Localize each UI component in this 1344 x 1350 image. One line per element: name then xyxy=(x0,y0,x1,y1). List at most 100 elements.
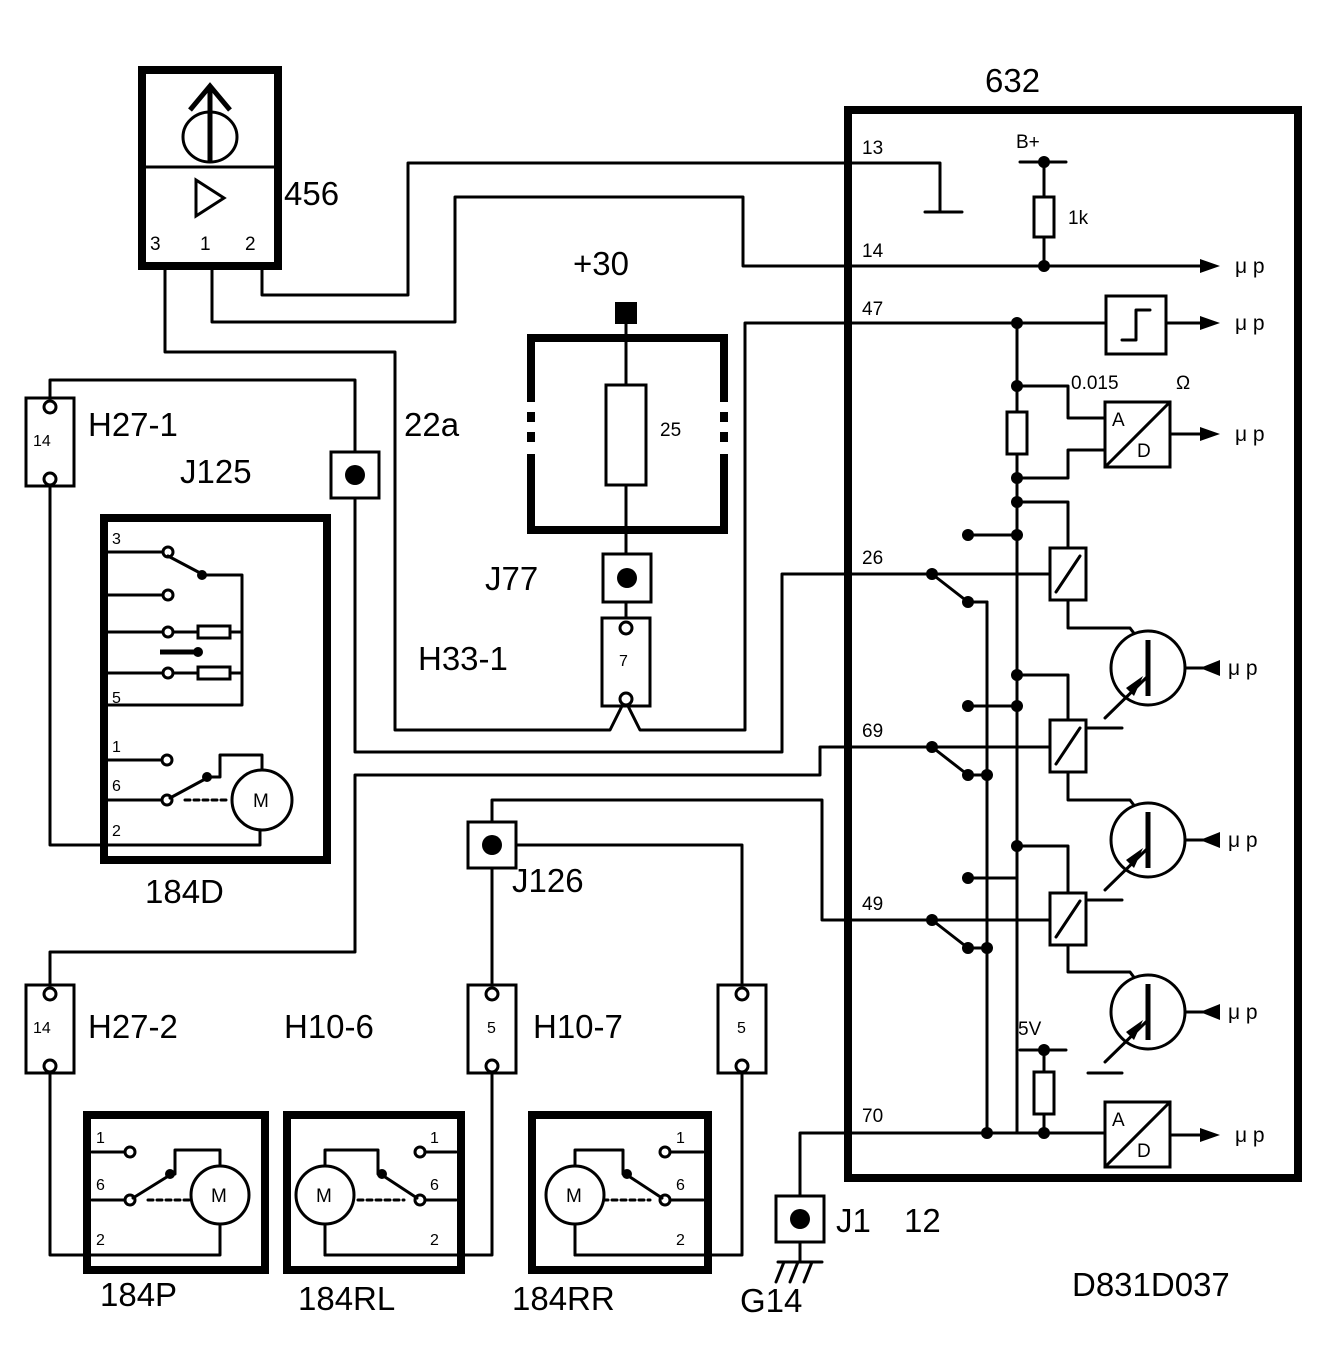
svg-text:μ p: μ p xyxy=(1235,312,1265,335)
svg-text:μ p: μ p xyxy=(1235,1124,1265,1147)
svg-text:2: 2 xyxy=(676,1232,685,1249)
svg-text:D: D xyxy=(1137,441,1151,462)
svg-text:μ p: μ p xyxy=(1228,829,1258,852)
svg-text:6: 6 xyxy=(430,1177,439,1194)
svg-text:5: 5 xyxy=(737,1020,746,1037)
sensor-label: 456 xyxy=(284,175,339,212)
svg-text:26: 26 xyxy=(862,548,883,569)
svg-text:7: 7 xyxy=(619,653,628,670)
wire-h272-69 xyxy=(48,745,934,992)
svg-text:H33-1: H33-1 xyxy=(418,640,508,677)
svg-text:J77: J77 xyxy=(485,560,538,597)
svg-text:3: 3 xyxy=(112,531,121,548)
svg-text:5: 5 xyxy=(487,1020,496,1037)
svg-text:H10-7: H10-7 xyxy=(533,1008,623,1045)
motor-184rl: 1 6 M 2 184RL xyxy=(283,1111,465,1317)
svg-text:1k: 1k xyxy=(1068,208,1089,229)
supply-terminal xyxy=(615,302,637,324)
svg-text:H27-1: H27-1 xyxy=(88,406,178,443)
wire-h271-j125 xyxy=(48,378,357,454)
amplifier-icon xyxy=(194,177,227,219)
wire-h106-184rl xyxy=(323,1068,494,1257)
shunt-resistor xyxy=(1005,410,1029,456)
ecu-label: 632 xyxy=(985,62,1040,99)
fuse-box-label: 22a xyxy=(404,406,460,443)
svg-text:69: 69 xyxy=(862,721,883,742)
svg-text:M: M xyxy=(566,1186,582,1207)
splice-j126: J126 xyxy=(466,820,584,899)
svg-text:J126: J126 xyxy=(512,862,584,899)
diagram-code: D831D037 xyxy=(1072,1266,1230,1303)
motor-m-184p xyxy=(189,1164,251,1226)
svg-text:μ p: μ p xyxy=(1228,1001,1258,1024)
svg-text:M: M xyxy=(211,1186,227,1207)
wire-sensor-pin3 xyxy=(163,263,627,732)
ground-hatch-3 xyxy=(802,1260,814,1284)
wire-j126-h107 xyxy=(490,843,744,992)
ground-hatch-2 xyxy=(788,1260,800,1284)
sensor-456: 3 1 2 456 xyxy=(138,66,339,270)
splice-j77: J77 xyxy=(485,552,653,604)
svg-text:1: 1 xyxy=(96,1130,105,1147)
splice-j1: J1 12 G14 xyxy=(740,1194,941,1319)
svg-text:184RL: 184RL xyxy=(298,1280,395,1317)
svg-text:2: 2 xyxy=(430,1232,439,1249)
svg-text:μ p: μ p xyxy=(1228,657,1258,680)
fuse-25 xyxy=(604,383,648,487)
connector-h27-2: 14 H27-2 xyxy=(24,983,178,1075)
svg-text:184P: 184P xyxy=(100,1276,177,1313)
svg-text:14: 14 xyxy=(33,1020,51,1037)
svg-text:5V: 5V xyxy=(1018,1019,1042,1040)
svg-text:μ p: μ p xyxy=(1235,255,1265,278)
svg-text:H27-2: H27-2 xyxy=(88,1008,178,1045)
svg-text:B+: B+ xyxy=(1016,132,1040,153)
svg-text:J1: J1 xyxy=(836,1202,871,1239)
pullup-5v-resistor xyxy=(1032,1070,1056,1116)
svg-text:0.015: 0.015 xyxy=(1071,373,1119,394)
wire-sensor-pin2 xyxy=(260,161,942,297)
svg-text:70: 70 xyxy=(862,1106,883,1127)
ground-pin-label: 12 xyxy=(904,1202,941,1239)
svg-text:1: 1 xyxy=(430,1130,439,1147)
connector-h10-6: 5 H10-6 xyxy=(284,983,518,1075)
svg-text:14: 14 xyxy=(33,433,51,450)
svg-text:6: 6 xyxy=(112,778,121,795)
wire-h107-184rr xyxy=(573,1068,744,1257)
svg-text:13: 13 xyxy=(862,138,883,159)
svg-text:47: 47 xyxy=(862,299,883,320)
ground-hatch-1 xyxy=(774,1260,786,1284)
motor-184p: 1 6 M 2 184P xyxy=(83,1111,269,1313)
svg-text:14: 14 xyxy=(862,241,884,262)
svg-text:M: M xyxy=(316,1186,332,1207)
wire-j125-26 xyxy=(353,498,934,754)
svg-text:2: 2 xyxy=(112,823,121,840)
wire-j126-49 xyxy=(490,798,934,922)
wire-70-j1 xyxy=(798,1131,989,1199)
wire-h33-to-47 xyxy=(623,321,1019,732)
svg-text:1: 1 xyxy=(112,739,121,756)
svg-text:Ω: Ω xyxy=(1176,373,1190,394)
fuse-box-22a: +30 25 22a xyxy=(404,245,728,534)
sensor-pin-1: 1 xyxy=(200,234,211,255)
svg-text:184D: 184D xyxy=(145,873,224,910)
svg-text:A: A xyxy=(1112,410,1125,431)
svg-text:μ p: μ p xyxy=(1235,423,1265,446)
svg-text:1: 1 xyxy=(676,1130,685,1147)
svg-text:J125: J125 xyxy=(180,453,252,490)
svg-text:49: 49 xyxy=(862,894,883,915)
wire-h272-184p xyxy=(48,1068,222,1257)
svg-text:6: 6 xyxy=(96,1177,105,1194)
motor-m-184d xyxy=(230,768,294,832)
sensor-pin-3: 3 xyxy=(150,234,161,255)
connector-h27-1: 14 H27-1 xyxy=(24,396,178,488)
connector-h33-1: 7 H33-1 xyxy=(418,616,652,708)
ecu-632: 632 13 14 47 26 69 49 70 B+ 1k μ p μ p xyxy=(844,62,1302,1182)
pullup-resistor xyxy=(1032,195,1056,239)
svg-text:A: A xyxy=(1112,1110,1125,1131)
svg-text:H10-6: H10-6 xyxy=(284,1008,374,1045)
fuse-label: 25 xyxy=(660,420,681,441)
connector-h10-7: 5 H10-7 xyxy=(533,983,768,1075)
wire-sensor-pin1 xyxy=(210,195,1046,324)
